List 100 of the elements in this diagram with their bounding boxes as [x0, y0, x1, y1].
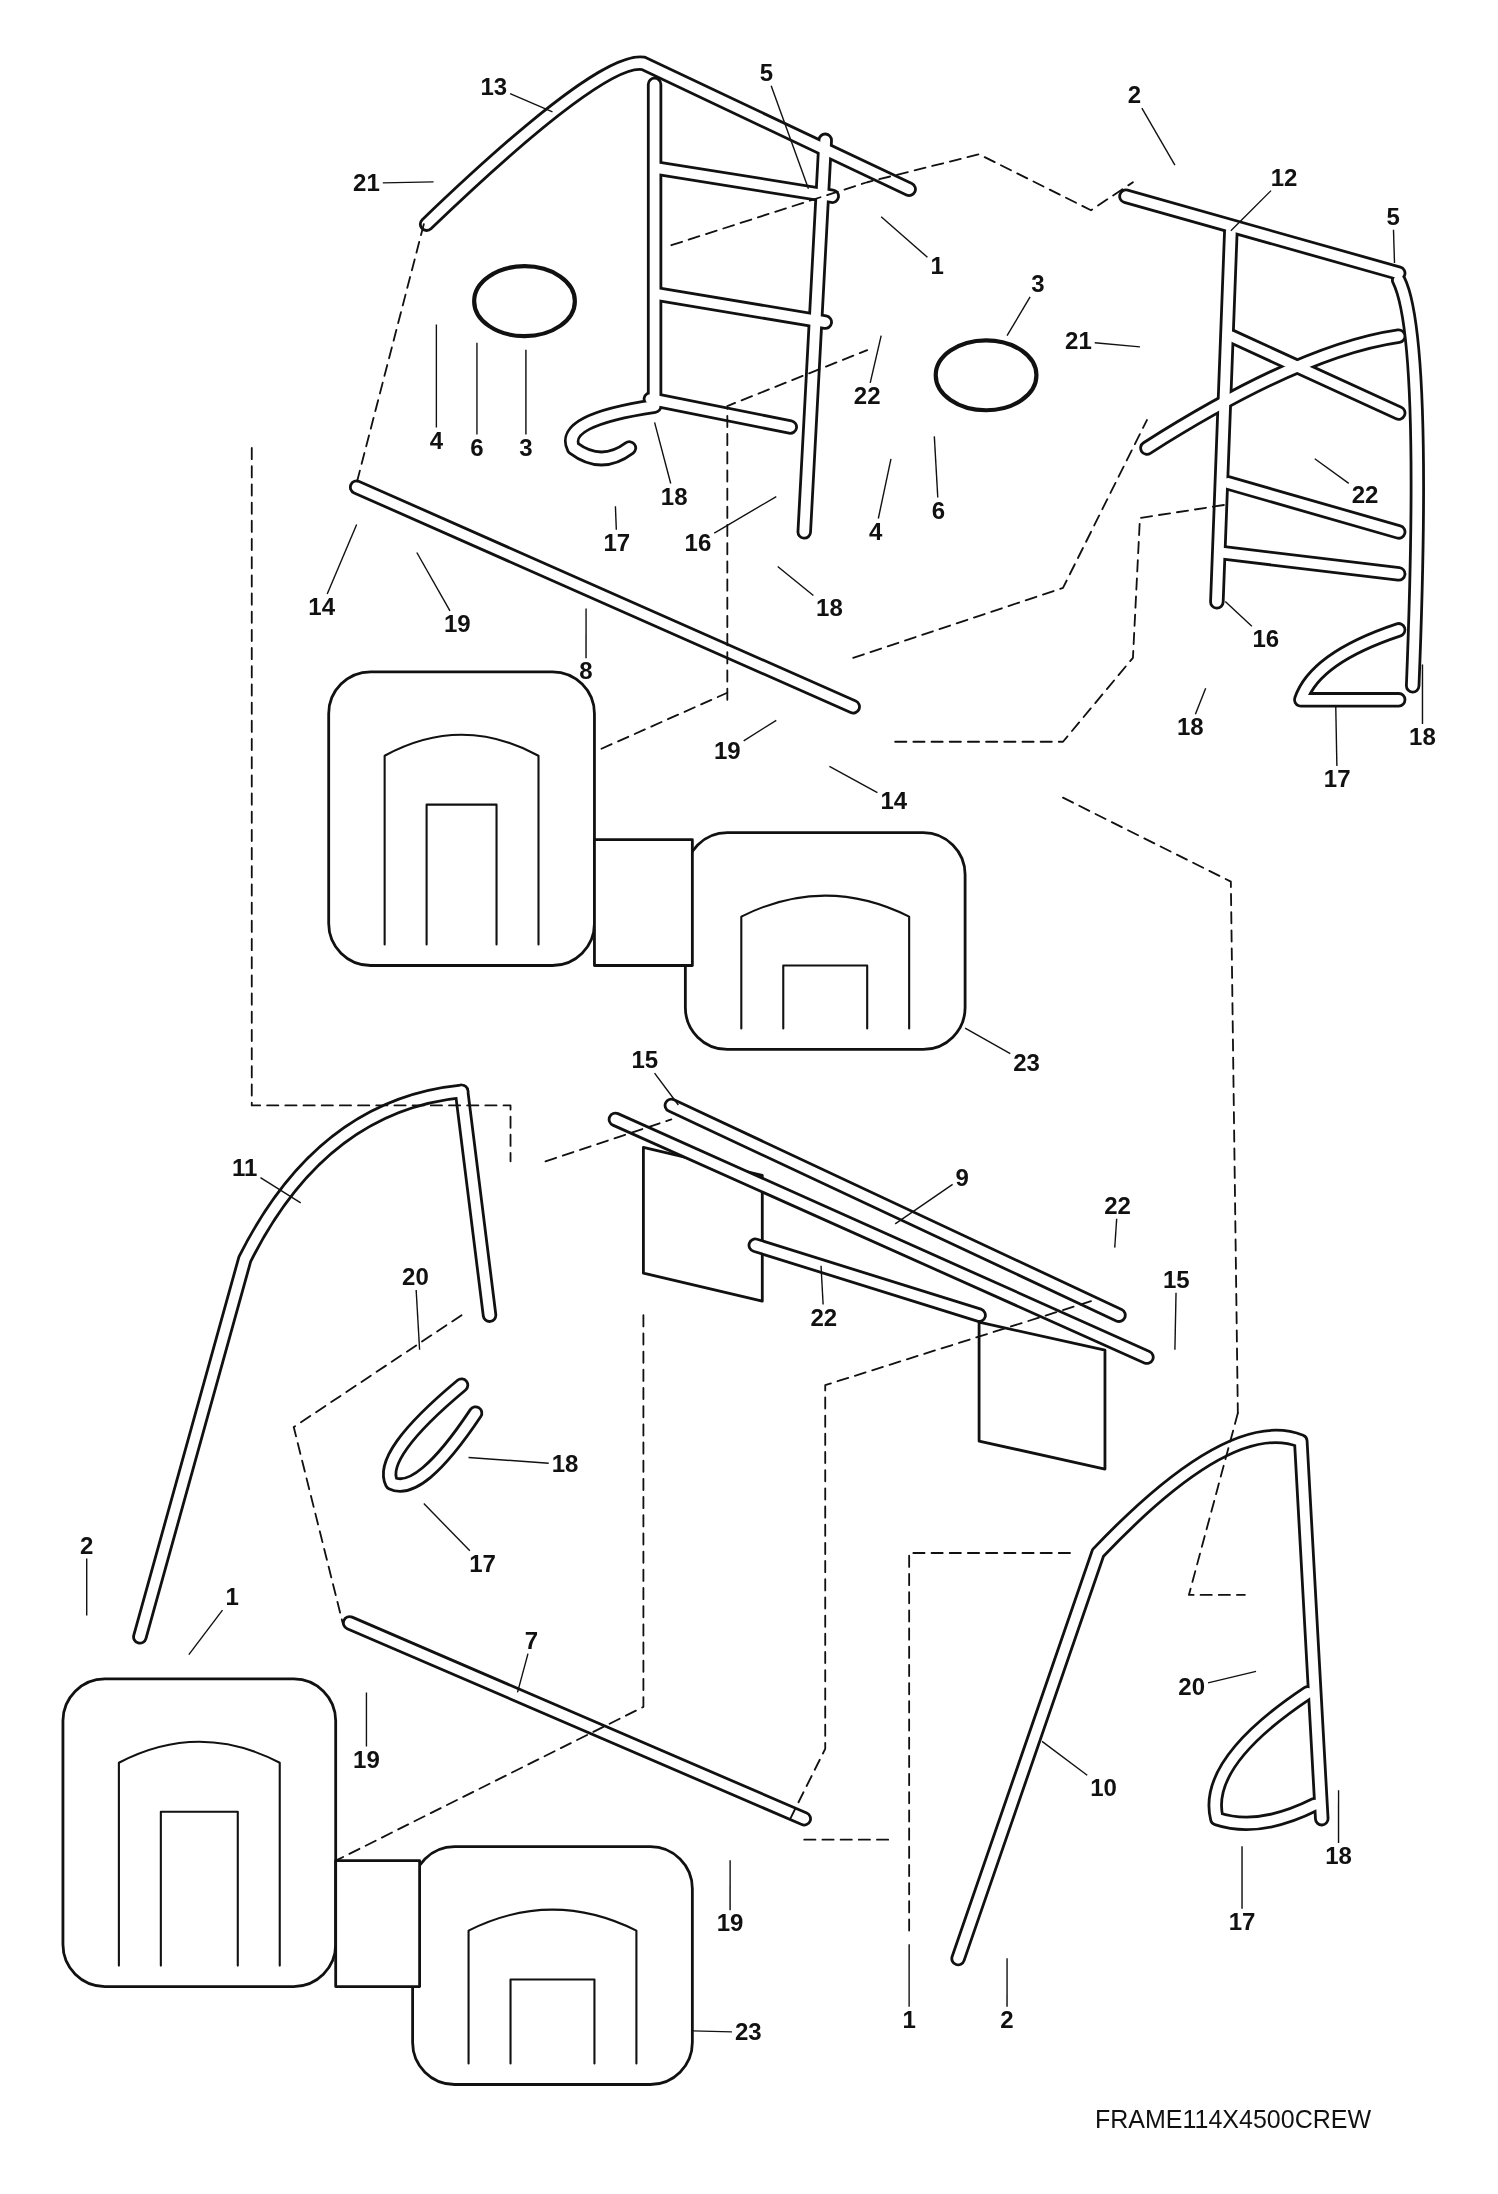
callout-number: 22 — [807, 1304, 841, 1331]
leader-line — [188, 1609, 224, 1656]
leader-line — [1337, 1789, 1340, 1844]
callout-number: 19 — [441, 610, 474, 637]
leader-line — [516, 1652, 529, 1694]
callout-number: 4 — [426, 427, 447, 454]
leader-line — [435, 323, 438, 429]
leader-line — [1174, 1292, 1177, 1351]
callout-number: 6 — [467, 434, 487, 461]
callout-number: 17 — [1225, 1908, 1259, 1935]
leader-line — [729, 1859, 731, 1911]
callout-number: 2 — [997, 2006, 1017, 2033]
leader-line — [713, 495, 777, 534]
leader-line — [1041, 1740, 1088, 1776]
leader-line — [691, 2030, 733, 2033]
leader-line — [1241, 1845, 1243, 1910]
callout-number: 16 — [681, 529, 715, 556]
callout-number: 18 — [548, 1451, 582, 1478]
callout-number: 20 — [1175, 1673, 1208, 1700]
callout-number: 21 — [350, 170, 383, 197]
leader-line — [1194, 687, 1207, 715]
leader-line — [1207, 1670, 1257, 1684]
callout-number: 5 — [756, 59, 777, 86]
leader-line — [259, 1177, 302, 1204]
leader-line — [382, 181, 435, 184]
callout-number: 17 — [466, 1550, 499, 1577]
callout-number: 22 — [1101, 1192, 1134, 1219]
callout-number: 18 — [1406, 724, 1439, 751]
leader-line — [877, 458, 892, 520]
callout-number: 22 — [1348, 482, 1382, 509]
leader-line — [86, 1557, 88, 1617]
callout-number: 23 — [731, 2019, 765, 2046]
leader-line — [1335, 705, 1338, 767]
callout-number: 18 — [657, 483, 691, 510]
callout-number: 11 — [229, 1154, 261, 1181]
callout-number: 2 — [77, 1532, 97, 1559]
callout-number: 9 — [952, 1164, 972, 1191]
leader-line — [908, 1943, 910, 2008]
callout-number: 12 — [1267, 164, 1301, 191]
leader-line — [1094, 342, 1141, 348]
callout-number: 23 — [1010, 1050, 1043, 1076]
leader-line — [1392, 229, 1396, 264]
callout-number: 18 — [813, 595, 846, 622]
callout-number: 6 — [928, 497, 949, 524]
callout-number: 3 — [516, 434, 536, 461]
leader-line — [742, 719, 777, 742]
callout-number: 1 — [899, 2006, 919, 2033]
leader-line — [1114, 1217, 1118, 1249]
leader-line — [820, 1265, 824, 1306]
callout-number: 14 — [877, 788, 911, 815]
callout-number: 7 — [521, 1627, 542, 1654]
callout-number: 19 — [350, 1746, 383, 1773]
leader-line — [770, 85, 810, 190]
callout-number: 3 — [1028, 270, 1048, 297]
leader-line — [776, 565, 815, 597]
callout-number: 4 — [865, 518, 886, 545]
leader-line — [476, 342, 478, 436]
leader-line — [869, 335, 882, 384]
callout-number: 5 — [1383, 203, 1403, 230]
callout-number: 15 — [1159, 1266, 1193, 1293]
leader-line — [509, 93, 554, 113]
callout-number: 20 — [399, 1264, 432, 1290]
callout-number: 21 — [1062, 328, 1095, 355]
leader-line — [326, 523, 358, 595]
leader-line — [1314, 458, 1350, 484]
leader-line — [964, 1027, 1011, 1055]
leader-line — [828, 765, 879, 794]
callout-number: 8 — [576, 658, 596, 685]
leader-line — [614, 505, 618, 531]
callout-number: 10 — [1087, 1774, 1120, 1801]
leader-line — [894, 1183, 954, 1225]
callout-number: 15 — [628, 1047, 662, 1074]
leader-line — [1224, 600, 1253, 627]
leader-line — [1421, 663, 1424, 725]
leader-line — [467, 1456, 550, 1464]
callout-number: 1 — [222, 1584, 242, 1611]
leader-line — [933, 435, 939, 499]
callout-number: 13 — [477, 73, 511, 100]
drawing-code: FRAME114X4500CREW — [1095, 2105, 1372, 2134]
callout-number: 19 — [713, 1910, 747, 1937]
leader-line — [415, 1289, 421, 1351]
callout-number: 18 — [1173, 714, 1207, 741]
leader-line — [525, 348, 527, 436]
leader-line — [653, 421, 672, 485]
leader-line — [423, 1502, 471, 1552]
callout-number: 17 — [1320, 766, 1354, 793]
callout-number: 14 — [305, 594, 339, 621]
leader-line — [416, 551, 451, 612]
leader-line — [653, 1072, 680, 1106]
callout-number: 1 — [927, 252, 947, 279]
leader-line — [1141, 107, 1176, 166]
callout-number: 17 — [600, 529, 634, 556]
callout-number: 18 — [1322, 1843, 1355, 1870]
leader-line — [880, 216, 929, 258]
callout-number: 22 — [850, 382, 884, 409]
leader-line — [585, 607, 587, 660]
leader-line — [365, 1691, 368, 1748]
leader-line — [1230, 189, 1272, 232]
callout-number: 16 — [1249, 626, 1283, 653]
leader-line — [1006, 296, 1031, 337]
